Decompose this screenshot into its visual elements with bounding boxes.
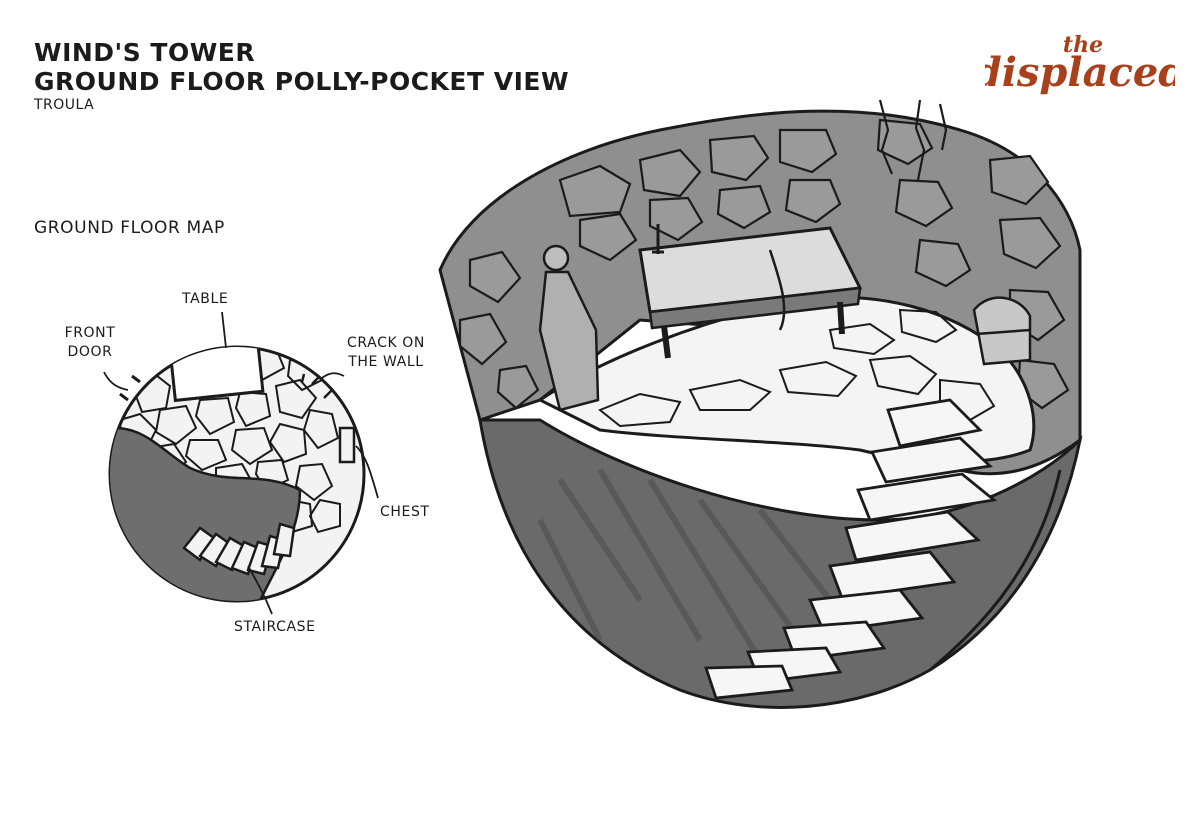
pointer-crack	[321, 372, 345, 379]
pointer-table	[221, 311, 227, 349]
the-displaced-logo: the displaced	[985, 32, 1175, 96]
view-table	[638, 226, 863, 359]
label-crack-on-wall: CRACK ON THE WALL	[347, 335, 425, 370]
title-line-1: WIND'S TOWER	[34, 38, 256, 67]
label-table: TABLE	[182, 291, 229, 307]
map-chest	[338, 426, 356, 464]
wall-crack	[878, 99, 948, 181]
polly-pocket-view	[438, 99, 1083, 709]
map-table	[167, 347, 265, 403]
label-chest: CHEST	[380, 504, 430, 520]
ground-floor-map	[103, 311, 379, 615]
tower-rim-edge	[929, 469, 1062, 672]
pointer-front-door	[103, 371, 129, 391]
tower-lower-bowl	[478, 418, 1083, 709]
map-staircase	[182, 522, 296, 576]
title-line-2: GROUND FLOOR POLLY-POCKET VIEW	[34, 67, 570, 96]
view-candle	[652, 224, 664, 254]
label-front-door: FRONT DOOR	[64, 325, 116, 360]
logo-small-word: the	[1063, 32, 1103, 58]
pointer-staircase	[247, 565, 273, 615]
floor-stones	[598, 308, 996, 428]
view-figure	[538, 244, 600, 412]
label-staircase: STAIRCASE	[234, 619, 316, 635]
logo-main-word: displaced	[985, 49, 1175, 96]
map-crack-marks	[300, 373, 333, 399]
view-staircase	[704, 398, 998, 700]
artist-name: TROULA	[34, 97, 95, 113]
void-hatching	[537, 468, 833, 662]
pointer-chest	[355, 445, 379, 499]
page-title: WIND'S TOWER GROUND FLOOR POLLY-POCKET V…	[34, 38, 569, 96]
view-chest	[972, 296, 1032, 366]
map-heading: GROUND FLOOR MAP	[34, 218, 225, 238]
map-door-marks	[119, 374, 141, 402]
